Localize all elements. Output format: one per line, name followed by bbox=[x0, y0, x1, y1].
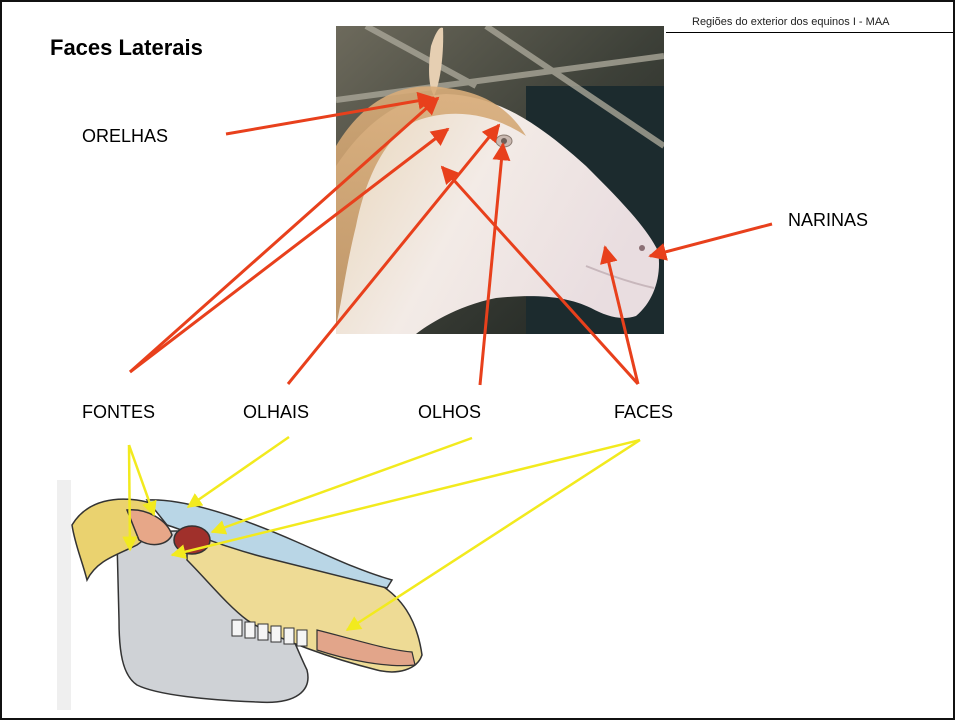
label-faces: FACES bbox=[614, 402, 673, 423]
slide-header: Regiões do exterior dos equinos I - MAA bbox=[692, 16, 890, 28]
label-fontes: FONTES bbox=[82, 402, 155, 423]
label-narinas: NARINAS bbox=[788, 210, 868, 231]
horse-skull-illustration bbox=[57, 480, 427, 710]
label-orelhas: ORELHAS bbox=[82, 126, 168, 147]
header-rule bbox=[666, 32, 955, 33]
label-olhais: OLHAIS bbox=[243, 402, 309, 423]
label-olhos: OLHOS bbox=[418, 402, 481, 423]
slide-title: Faces Laterais bbox=[50, 35, 203, 61]
horse-head-photo bbox=[336, 26, 664, 334]
arrow-narinas bbox=[650, 224, 772, 256]
